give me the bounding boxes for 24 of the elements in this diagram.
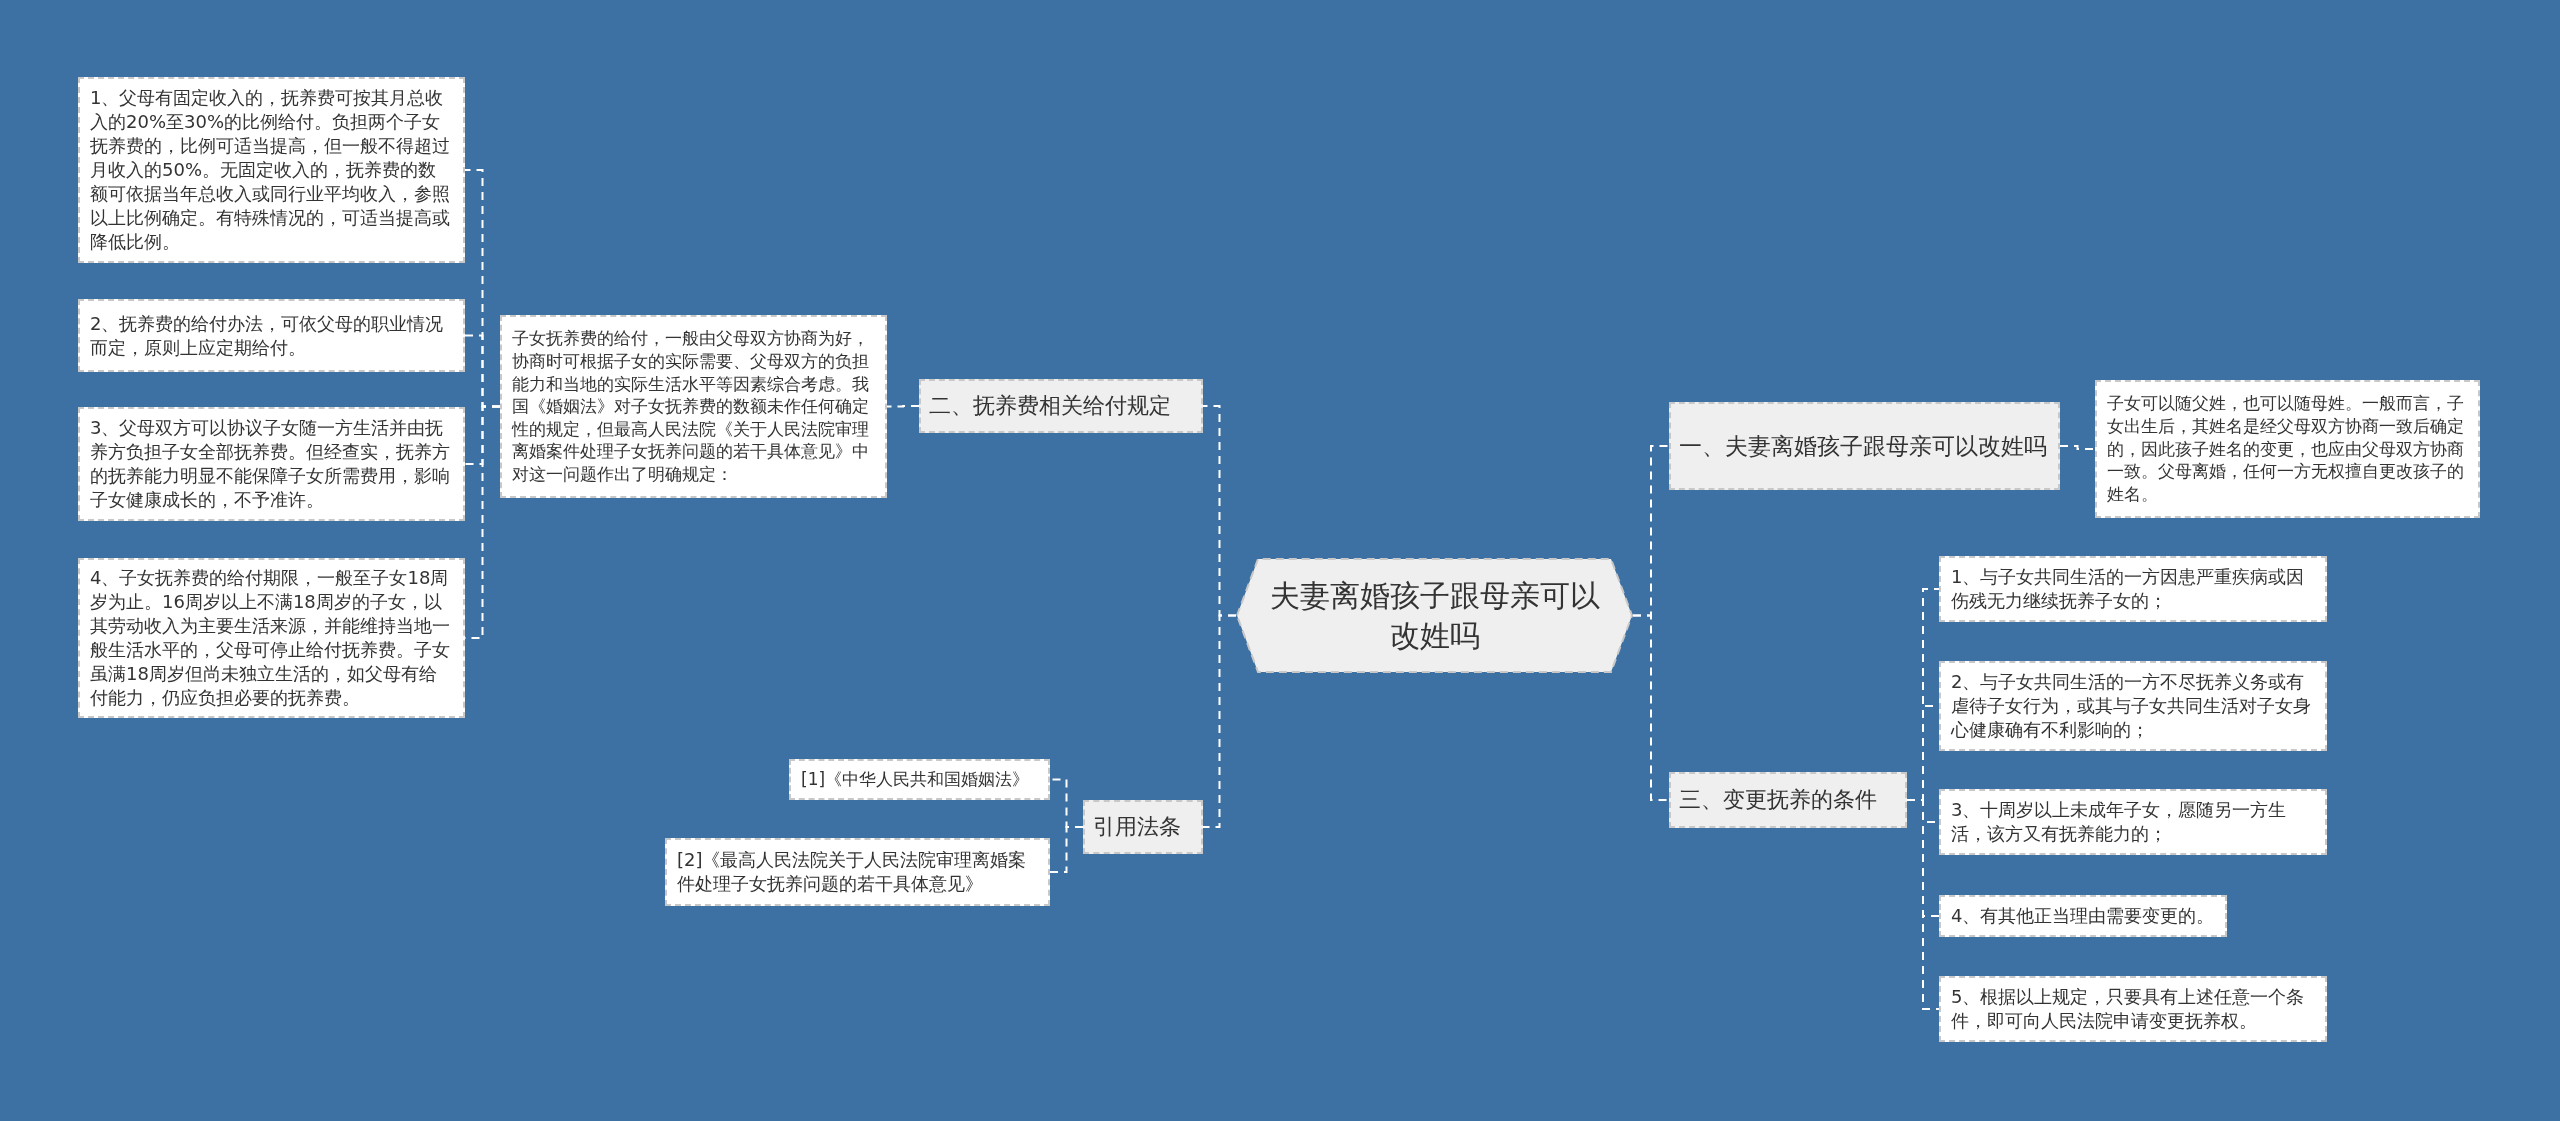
branch-box: 引用法条 xyxy=(1083,800,1203,854)
topic-hexagon: 夫妻离婚孩子跟母亲可以改姓吗 xyxy=(1236,558,1633,673)
text-box: 3、父母双方可以协议子女随一方生活并由抚养方负担子女全部抚养费。但经查实，抚养方的抚养能力明显不能保障子女所需费用，影响子女健康成长的，不予准许。 xyxy=(78,407,465,521)
branch-box: 一、夫妻离婚孩子跟母亲可以改姓吗 xyxy=(1669,402,2060,490)
text-box: 5、根据以上规定，只要具有上述任意一个条件，即可向人民法院申请变更抚养权。 xyxy=(1939,976,2327,1042)
branch-box: 三、变更抚养的条件 xyxy=(1669,772,1907,828)
text-box: 子女抚养费的给付，一般由父母双方协商为好，协商时可根据子女的实际需要、父母双方的负担能力和当地的实际生活水平等因素综合考虑。我国《婚姻法》对子女抚养费的数额未作任何确定性的规定，但最高人民法院《关于人民法院审理离婚案件处理子女抚养问题的若干具体意见》中对这一问题作出了明确规定： xyxy=(500,315,887,498)
text-box: 2、与子女共同生活的一方不尽抚养义务或有虐待子女行为，或其与子女共同生活对子女身心健康确有不利影响的； xyxy=(1939,661,2327,751)
text-box: 1、父母有固定收入的，抚养费可按其月总收入的20%至30%的比例给付。负担两个子女抚养费的，比例可适当提高，但一般不得超过月收入的50%。无固定收入的，抚养费的数额可依据当年总收入或同行业平均收入，参照以上比例确定。有特殊情况的，可适当提高或降低比例。 xyxy=(78,77,465,263)
connector-line xyxy=(1632,614,1670,801)
connector-line xyxy=(1049,826,1084,873)
connector-line xyxy=(886,405,920,408)
connector-line xyxy=(1202,614,1237,828)
text-box: 1、与子女共同生活的一方因患严重疾病或因伤残无力继续抚养子女的； xyxy=(1939,556,2327,622)
text-box: 4、有其他正当理由需要变更的。 xyxy=(1939,895,2227,937)
connector-line xyxy=(2059,445,2096,450)
text-box: 2、抚养费的给付办法，可依父母的职业情况而定，原则上应定期给付。 xyxy=(78,299,465,372)
text-box: 子女可以随父姓，也可以随母姓。一般而言，子女出生后，其姓名是经父母双方协商一致后确定的，因此孩子姓名的变更，也应由父母双方协商一致。父母离婚，任何一方无权擅自更改孩子的姓名。 xyxy=(2095,380,2480,518)
text-box: 4、子女抚养费的给付期限，一般至子女18周岁为止。16周岁以上不满18周岁的子女，以其劳动收入为主要生活来源，并能维持当地一般生活水平的，父母可停止给付抚养费。子女虽满18周岁但尚未独立生活的，如父母有给付能力，仍应负担必要的抚养费。 xyxy=(78,558,465,718)
branch-box: 二、抚养费相关给付规定 xyxy=(919,379,1203,433)
text-box: [2]《最高人民法院关于人民法院审理离婚案件处理子女抚养问题的若干具体意见》 xyxy=(665,838,1050,906)
connector-line xyxy=(1906,799,1940,1010)
text-box: 3、十周岁以上未成年子女，愿随另一方生活，该方又有抚养能力的； xyxy=(1939,789,2327,855)
text-box: [1]《中华人民共和国婚姻法》 xyxy=(789,759,1050,800)
